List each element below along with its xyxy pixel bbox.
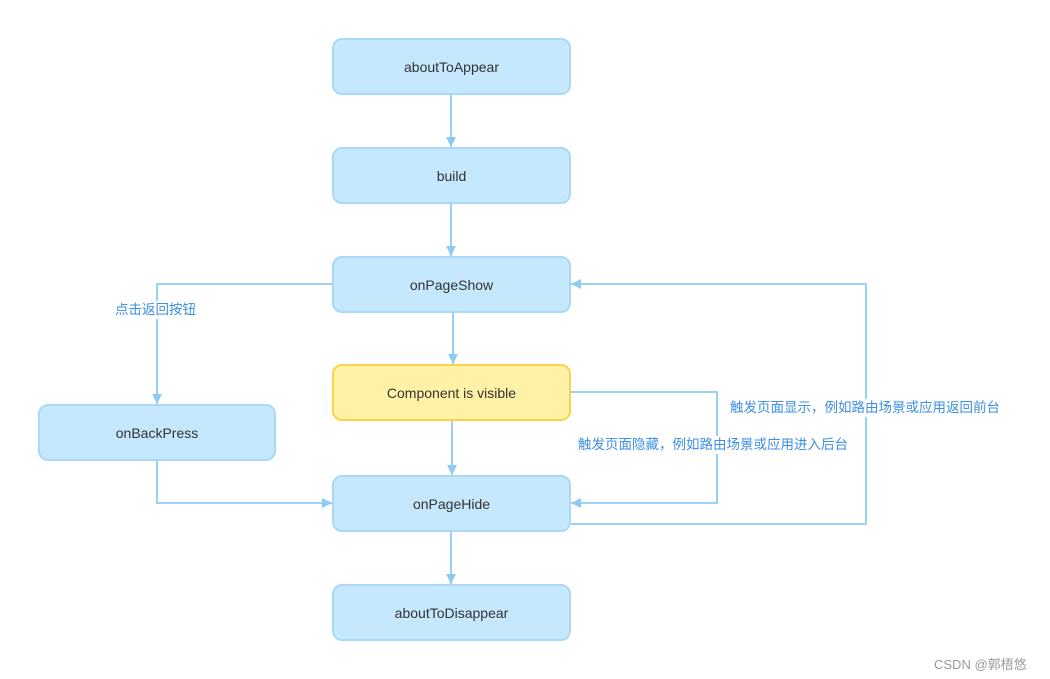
node-on-page-hide: onPageHide [332,475,571,532]
node-build: build [332,147,571,204]
edge-label-page-hide-trigger: 触发页面隐藏，例如路由场景或应用进入后台 [576,436,850,454]
node-component-visible: Component is visible [332,364,571,421]
node-on-page-show: onPageShow [332,256,571,313]
arrow-on-back-press-to-on-page-hide [156,461,332,508]
watermark: CSDN @郭梧悠 [934,657,1027,672]
node-about-to-appear: aboutToAppear [332,38,571,95]
node-on-back-press: onBackPress [38,404,276,461]
arrow-on-page-show-to-on-back-press [152,283,332,404]
edge-label-back-button: 点击返回按钮 [113,301,198,319]
edge-label-page-show-trigger: 触发页面显示，例如路由场景或应用返回前台 [728,399,1002,417]
node-about-to-disappear: aboutToDisappear [332,584,571,641]
